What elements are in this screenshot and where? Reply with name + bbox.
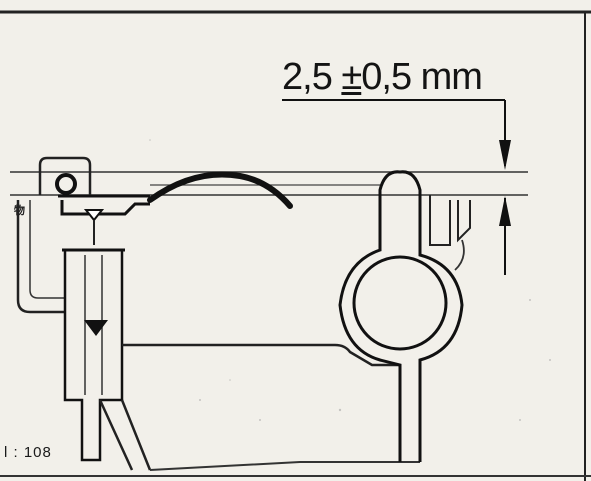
chamber-left-inner [29, 200, 65, 299]
right-tower-left-edge [338, 195, 402, 462]
hinge-pin [55, 173, 77, 195]
needle-seat-valve [84, 320, 108, 336]
float-profile [147, 171, 293, 209]
chamber-left-wall [16, 200, 65, 314]
bore-circle [352, 255, 448, 351]
part-marker: 物 [14, 204, 25, 217]
right-channel-lower [454, 239, 465, 271]
needle-seat-body [63, 248, 124, 462]
needle-valve-tip [83, 209, 105, 222]
float-arm [60, 200, 150, 216]
dimension-value: 2,5 [282, 56, 333, 98]
figure-reference: l : 108 [4, 444, 52, 461]
print-noise [149, 139, 551, 421]
lower-body-outline [149, 461, 420, 471]
float-level-dimension-label: 2,5 ±0,5 mm [282, 56, 483, 98]
right-tower-outline [378, 170, 464, 462]
fuel-outlet-tube [98, 399, 152, 471]
right-channel [429, 195, 471, 246]
tolerance-sign: ± [341, 56, 362, 98]
dimension-unit: mm [420, 56, 483, 98]
dimension-arrow-up [499, 196, 511, 226]
chamber-floor [122, 343, 400, 367]
hinge-bracket [38, 156, 92, 195]
tolerance-value: 0,5 [361, 56, 412, 98]
dimension-arrow-down [499, 140, 511, 170]
